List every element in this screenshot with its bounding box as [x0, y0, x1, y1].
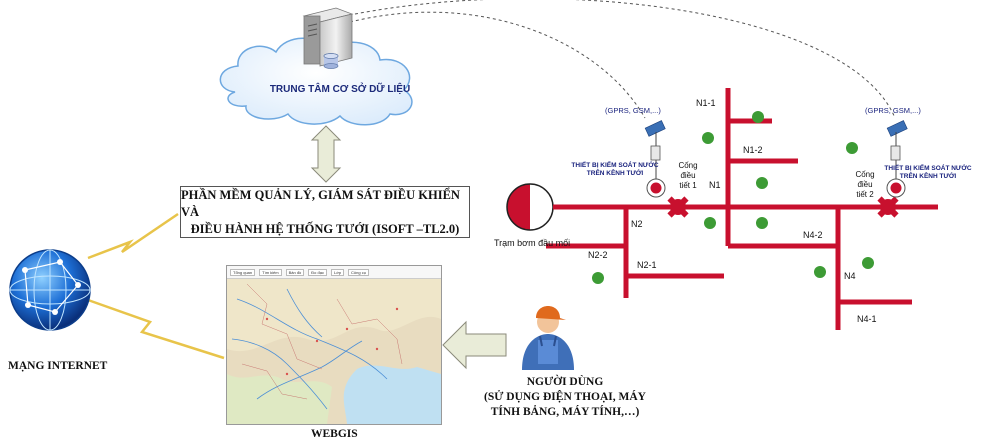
- device-1-label-line-1: THIẾT BỊ KIỂM SOÁT NƯỚC: [571, 162, 659, 169]
- canal-label: N2-1: [637, 260, 657, 270]
- gate-valve-1-icon: [667, 196, 689, 218]
- webgis-tab: Công cụ: [348, 268, 369, 276]
- user-label-line-1: NGƯỜI DÙNG: [526, 376, 604, 388]
- gate-1-label-line-2: điều: [680, 171, 696, 180]
- gate-2-label: Cống điều tiết 2: [848, 170, 882, 200]
- software-line-1: PHẦN MỀM QUẢN LÝ, GIÁM SÁT ĐIỀU KHIỂN VÀ: [181, 187, 460, 219]
- device-2-label-line-1: THIẾT BỊ KIỂM SOÁT NƯỚC: [884, 165, 972, 172]
- software-box: PHẦN MỀM QUẢN LÝ, GIÁM SÁT ĐIỀU KHIỂN VÀ…: [180, 186, 470, 238]
- device-1-label-line-2: TRÊN KÊNH TƯỚI: [586, 170, 644, 177]
- pump-station-label: Trạm bơm đầu mối: [494, 238, 571, 248]
- internet-label: MẠNG INTERNET: [8, 360, 108, 372]
- tree-icons: [592, 111, 874, 284]
- user-person-icon: [522, 306, 574, 370]
- device-2-label-line-2: TRÊN KÊNH TƯỚI: [899, 173, 957, 180]
- webgis-map-area: [227, 279, 441, 424]
- device-1-label: THIẾT BỊ KIỂM SOÁT NƯỚC TRÊN KÊNH TƯỚI: [560, 162, 670, 178]
- gate-valve-2-icon: [877, 196, 899, 218]
- internet-globe-icon: [9, 249, 91, 331]
- pump-station-icon: [506, 183, 554, 231]
- link-arc-1: [349, 11, 646, 119]
- webgis-tab: Đo đạc: [308, 268, 327, 276]
- gate-1-label-line-3: tiết 1: [679, 181, 697, 190]
- canal-label: N4-1: [857, 314, 877, 324]
- database-cloud: [219, 37, 413, 126]
- canal-label: N1: [709, 180, 721, 190]
- software-line-2: ĐIỀU HÀNH HỆ THỐNG TƯỚI (ISOFT –TL2.0): [190, 221, 460, 236]
- internet-webgis-link: [87, 298, 225, 360]
- canal-network: [546, 88, 938, 330]
- gate-2-label-line-2: điều: [857, 180, 873, 189]
- user-label-line-2: (SỬ DỤNG ĐIỆN THOẠI, MÁY: [484, 391, 646, 403]
- canal-label: N4: [844, 271, 856, 281]
- water-control-device-1-icon: [644, 120, 666, 198]
- water-control-device-2-icon: [886, 120, 908, 198]
- canal-label: N1-2: [743, 145, 763, 155]
- device-2-label: THIẾT BỊ KIỂM SOÁT NƯỚC TRÊN KÊNH TƯỚI: [872, 165, 984, 181]
- database-center-label: TRUNG TÂM CƠ SỞ DỮ LIỆU: [269, 84, 411, 95]
- device-2-gprs-label: (GPRS, GSM,...): [865, 106, 921, 115]
- internet-software-link: [87, 212, 179, 260]
- webgis-map-screenshot: Tổng quan Tìm kiếm Bản đồ Đo đạc Lớp Côn…: [226, 265, 442, 425]
- webgis-tab: Lớp: [330, 268, 345, 276]
- webgis-toolbar: Tổng quan Tìm kiếm Bản đồ Đo đạc Lớp Côn…: [227, 266, 441, 279]
- webgis-tab: Bản đồ: [285, 268, 305, 276]
- gate-2-label-line-1: Cống: [855, 170, 875, 179]
- webgis-tab: Tổng quan: [230, 268, 256, 276]
- webgis-tab: Tìm kiếm: [259, 268, 282, 276]
- canal-label: N1-1: [696, 98, 716, 108]
- canal-label: N2-2: [588, 250, 608, 260]
- link-arc-2: [354, 0, 896, 119]
- gate-2-label-line-3: tiết 2: [856, 190, 874, 199]
- device-1-gprs-label: (GPRS, GSM,...): [605, 106, 661, 115]
- database-server-icon: [302, 7, 354, 69]
- webgis-label: WEBGIS: [311, 428, 358, 440]
- user-label-line-3: TÍNH BẢNG, MÁY TÍNH,…): [490, 406, 640, 418]
- gate-1-label: Cống điều tiết 1: [673, 161, 703, 191]
- user-webgis-arrow: [442, 320, 507, 370]
- canal-label: N4-2: [803, 230, 823, 240]
- user-label: NGƯỜI DÙNG (SỬ DỤNG ĐIỆN THOẠI, MÁY TÍNH…: [470, 375, 660, 420]
- gate-1-label-line-1: Cống: [678, 161, 698, 170]
- cloud-software-arrow: [310, 125, 342, 183]
- canal-label: N2: [631, 219, 643, 229]
